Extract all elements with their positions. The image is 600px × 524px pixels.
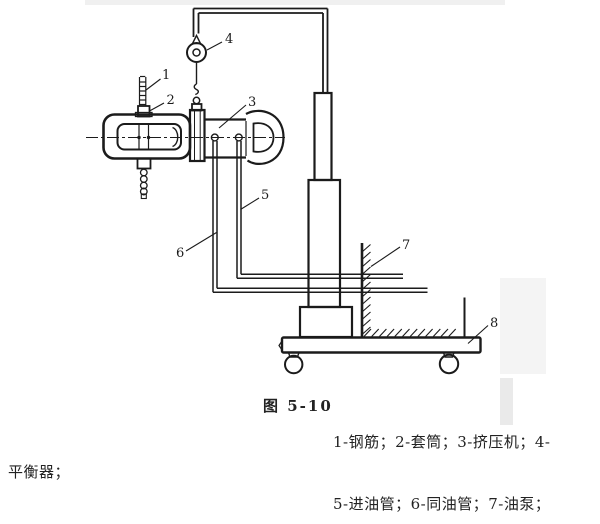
sleeve-lower (136, 157, 152, 170)
figure-legend-line-1: 1-钢筋；2-套筒；3-挤压机；4- (333, 433, 551, 451)
rebar-upper (138, 75, 147, 106)
deck-hatching (363, 328, 457, 337)
oil-return-pipe (212, 141, 428, 294)
wheel-left (284, 351, 304, 375)
press-yoke-frame (102, 113, 192, 160)
wall-hatching (361, 244, 371, 335)
part-label-6: 6 (176, 246, 184, 261)
part-label-2: 2 (167, 93, 175, 108)
part-label-7: 7 (402, 238, 410, 253)
balancer-pulley (186, 33, 207, 63)
press-cylinder-body (204, 118, 247, 159)
figure-legend-line-3: 5-进油管；6-同油管；7-油泵； (333, 495, 551, 513)
rebar-lower (139, 168, 148, 200)
part-label-1: 1 (162, 68, 170, 83)
part-label-8: 8 (490, 316, 498, 331)
part-label-5: 5 (261, 188, 269, 203)
lifting-eye (191, 96, 203, 112)
part-label-4: 4 (225, 32, 233, 47)
pump-wall (360, 243, 371, 337)
cart-platform (278, 336, 482, 354)
figure-legend-line-2: 平衡器； (8, 463, 71, 481)
sleeve-upper (134, 105, 153, 118)
figure-number-caption: 图 5-10 (263, 397, 333, 415)
press-flange (188, 108, 206, 163)
stand-column (298, 91, 354, 339)
overhead-rail (192, 7, 329, 93)
suspension-cable-and-hook (193, 62, 199, 96)
part-label-3: 3 (248, 95, 256, 110)
leader-lines (145, 41, 489, 344)
pipe-fittings (210, 133, 243, 142)
wheel-right (438, 351, 460, 375)
oil-inlet-pipe (236, 141, 403, 280)
